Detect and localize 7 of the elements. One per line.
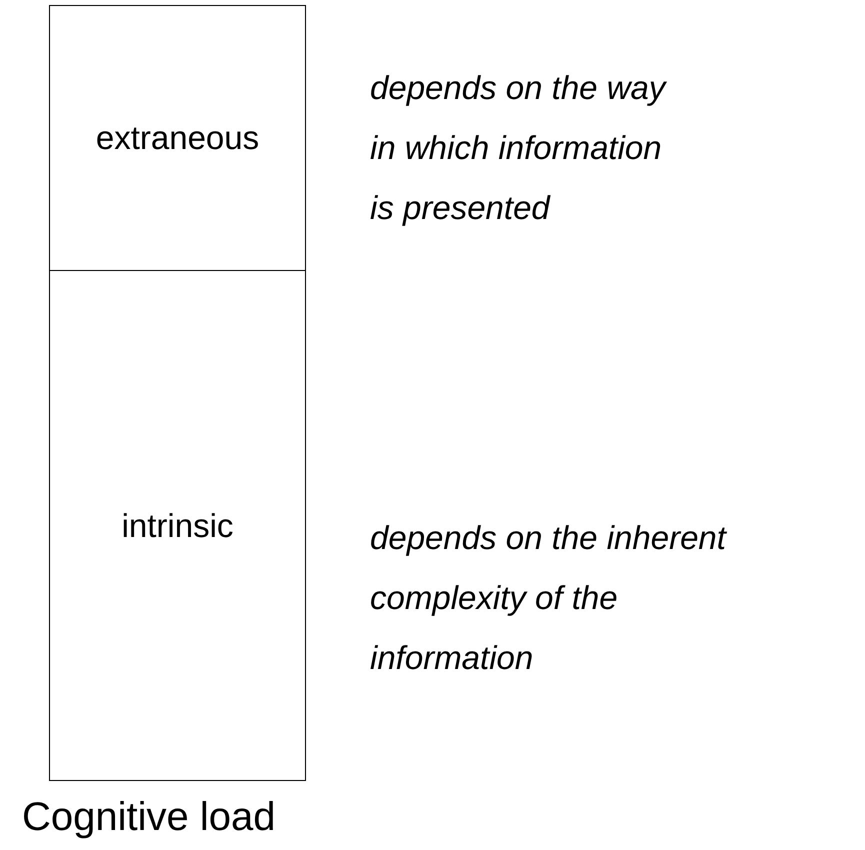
description-text: depends on the inherent complexity of the information xyxy=(370,518,728,678)
caption: Cognitive load xyxy=(22,795,276,840)
stack-segment xyxy=(49,5,306,271)
description-text: depends on the way in which information is presented xyxy=(370,68,668,228)
segment-label: extraneous xyxy=(96,119,260,157)
segment-label: intrinsic xyxy=(122,506,234,544)
stack-segment xyxy=(49,270,306,781)
